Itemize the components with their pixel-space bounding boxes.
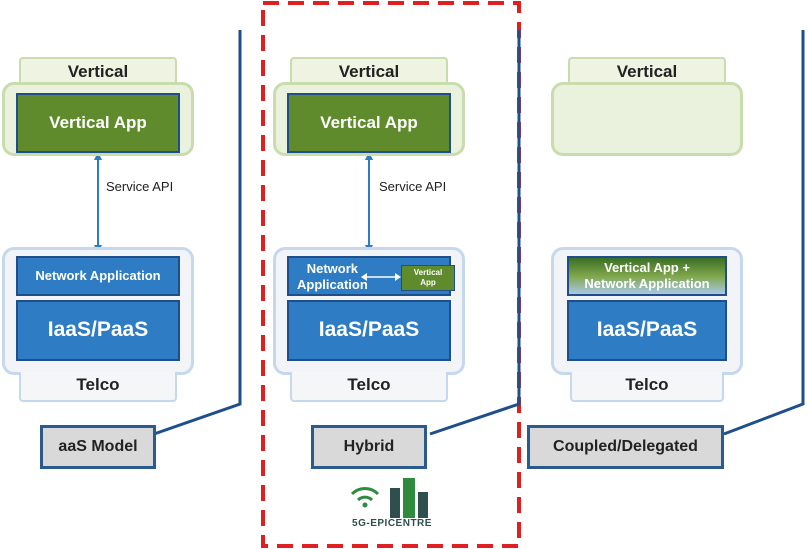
wifi-building-icon <box>350 478 428 518</box>
telco-tab-3: Telco <box>570 372 724 402</box>
vertical-tab-3: Vertical <box>568 57 726 85</box>
model-label-aas: aaS Model <box>40 425 156 469</box>
iaas-paas-box-3: IaaS/PaaS <box>567 300 727 361</box>
double-arrow-icon <box>361 273 401 281</box>
vertical-network-application-box: Vertical App + Network Application <box>567 256 727 296</box>
model-label-hybrid: Hybrid <box>311 425 427 469</box>
vertical-app-box-1: Vertical App <box>16 93 180 153</box>
telco-tab-2: Telco <box>290 372 448 402</box>
vertical-app-box-2: Vertical App <box>287 93 451 153</box>
model-label-coupled: Coupled/Delegated <box>527 425 724 469</box>
service-api-label-2: Service API <box>379 179 447 194</box>
service-api-label-1: Service API <box>106 179 174 194</box>
separator-line-left <box>153 30 242 436</box>
vertical-tab-2: Vertical <box>290 57 448 85</box>
service-api-arrow-1 <box>94 152 102 253</box>
iaas-paas-box-1: IaaS/PaaS <box>16 300 180 361</box>
separator-line-right <box>723 30 805 436</box>
separator-line-middle <box>429 30 521 436</box>
vertical-group-3 <box>551 82 743 156</box>
service-api-arrow-2 <box>365 152 373 253</box>
logo-text: 5G-EPICENTRE <box>352 518 432 529</box>
network-application-box-2: Network Application Vertical App <box>287 256 455 296</box>
telco-tab-1: Telco <box>19 372 177 402</box>
network-application-box-1: Network Application <box>16 256 180 296</box>
embedded-vertical-app-box: Vertical App <box>401 265 455 291</box>
network-application-label-2: Network Application <box>297 261 368 292</box>
iaas-paas-box-2: IaaS/PaaS <box>287 300 451 361</box>
vertical-tab-1: Vertical <box>19 57 177 85</box>
